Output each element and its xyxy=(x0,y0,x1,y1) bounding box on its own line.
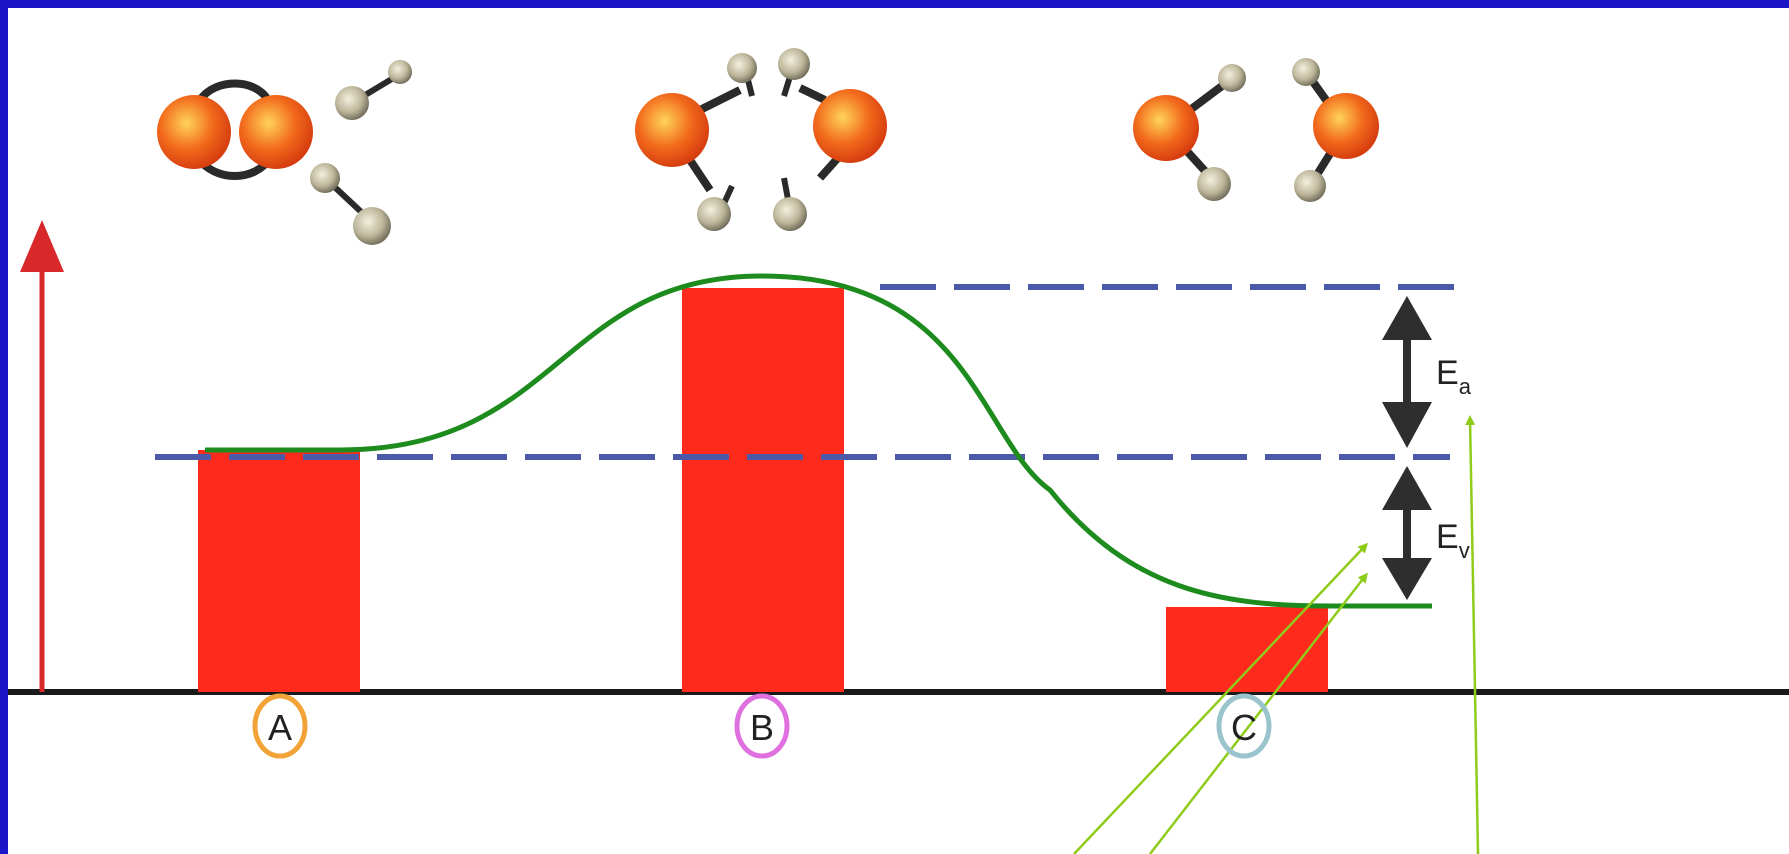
energy-bar-b xyxy=(682,288,844,692)
energy-bar-a xyxy=(198,450,360,692)
label-reaction-energy: Ev xyxy=(1436,518,1470,563)
molecule-icon xyxy=(635,48,887,231)
svg-text:B: B xyxy=(750,707,774,748)
double-arrow-icon xyxy=(1382,296,1432,448)
energy-bar-c xyxy=(1166,607,1328,692)
pointer-arrow-icon xyxy=(1073,542,1369,854)
label-activation-energy: Ea xyxy=(1436,354,1472,399)
stage-label-c: C xyxy=(1216,693,1272,759)
molecule-icon xyxy=(1133,58,1379,202)
svg-text:A: A xyxy=(268,707,292,748)
stage-label-b: B xyxy=(734,693,790,759)
up-arrow-icon xyxy=(20,220,64,692)
pointer-arrow-icon xyxy=(1149,572,1368,854)
molecule-icon xyxy=(157,60,412,245)
energy-curve xyxy=(205,273,1432,609)
double-arrow-icon xyxy=(1382,466,1432,600)
stage-label-a: A xyxy=(252,693,308,759)
svg-text:C: C xyxy=(1231,707,1257,748)
pointer-arrow-icon xyxy=(1465,415,1480,854)
